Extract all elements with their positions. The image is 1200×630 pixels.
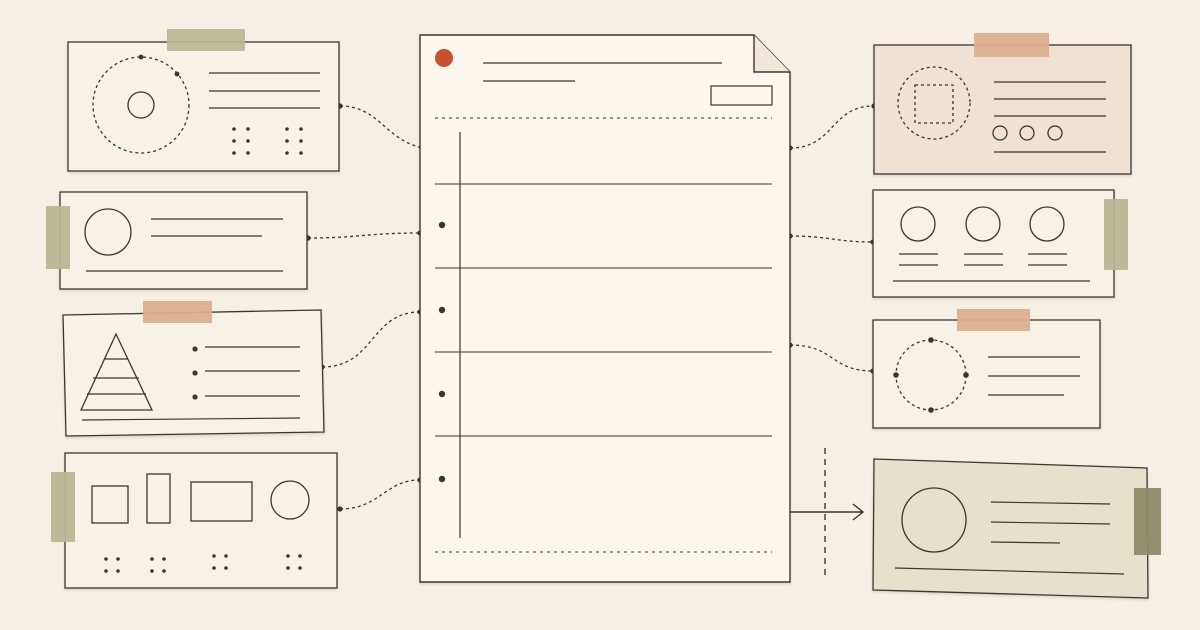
- card-pyramid-list: [62, 301, 325, 437]
- card-dotted-ring: [872, 309, 1101, 429]
- pyramid-icon: [79, 332, 154, 411]
- tape: [167, 29, 245, 51]
- page-fold-icon: [753, 35, 790, 73]
- tape: [974, 33, 1049, 57]
- card-three-circles: [872, 189, 1128, 298]
- circle-icon: [901, 487, 967, 553]
- card-dashed-circle: [67, 29, 340, 172]
- dashed-ring-icon: [92, 56, 190, 154]
- output-arrow: [790, 448, 865, 578]
- header-badge: [710, 85, 773, 106]
- tape: [957, 309, 1030, 331]
- header-dot-icon: [435, 49, 453, 67]
- arrow-right-icon: [852, 503, 865, 521]
- connector-card3: [321, 311, 421, 368]
- shapes-icon: [91, 473, 310, 524]
- connector-card7: [789, 344, 874, 372]
- central-document: [419, 34, 791, 583]
- tape: [51, 472, 75, 542]
- tape: [1104, 199, 1128, 270]
- connector-card4: [339, 479, 421, 510]
- tape: [143, 301, 212, 323]
- three-circles-icon: [900, 206, 1065, 242]
- tape: [1134, 488, 1161, 555]
- dashed-square-icon: [914, 84, 954, 124]
- card-circle-lines: [46, 191, 308, 290]
- connector-card6: [789, 235, 874, 243]
- connector-card2: [307, 232, 421, 239]
- card-shapes-row: [51, 452, 338, 589]
- card-dashed-square: [873, 33, 1132, 175]
- tape: [46, 206, 70, 269]
- card-output: [872, 458, 1161, 599]
- connector-card5: [789, 105, 875, 149]
- circle-icon: [84, 208, 132, 256]
